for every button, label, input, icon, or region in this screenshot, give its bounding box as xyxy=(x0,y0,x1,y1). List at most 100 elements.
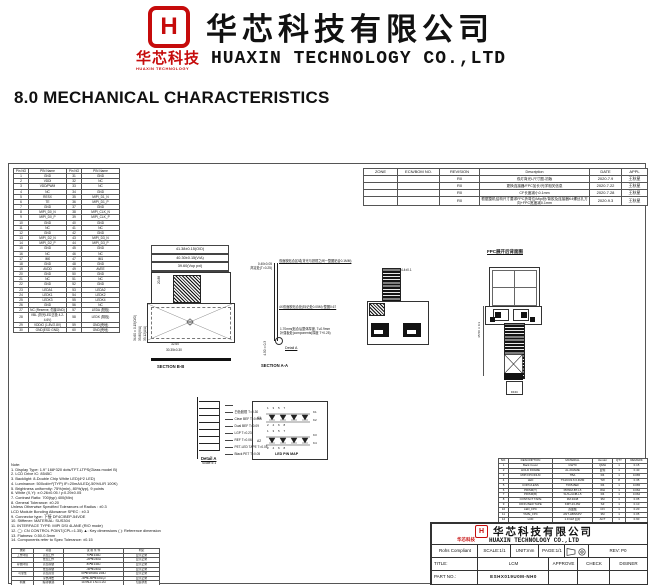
table-cell: NC xyxy=(81,250,120,257)
table-cell: LEDK (阴极) xyxy=(81,312,120,323)
brand-name-cn: 华芯科技 xyxy=(136,50,201,67)
table-cell xyxy=(363,195,398,207)
pad-slot xyxy=(374,330,383,334)
aa-note-line: 补强板处(components)厚度 T+0.25) xyxy=(280,330,331,335)
table-cell: 58 xyxy=(66,312,82,323)
inner-dimension-label: 20.88 xyxy=(157,276,161,284)
check-sign-cell xyxy=(577,570,611,585)
table-cell: MIPI_D3_N xyxy=(81,235,120,242)
table-cell: 0.90 xyxy=(625,517,648,523)
list-item: 4. Luminance: 500cd/m²(TYP) IF=20mA/LED(… xyxy=(11,480,118,486)
notes-block: Note:1. Display Type: 1.9" 168*320 dots/… xyxy=(11,462,236,543)
table-cell: GND xyxy=(81,281,120,288)
detail-a-edge-line xyxy=(197,397,198,459)
contact-pad xyxy=(371,323,389,337)
led-pin-numbers-top: 1 3 5 7 xyxy=(267,406,287,410)
list-item: 7. Contrast Ratio: 700(typ) 400(Min) xyxy=(11,494,74,500)
table-cell: NC xyxy=(81,224,120,231)
table-cell: R0 xyxy=(439,175,480,183)
cog-bonding-area xyxy=(173,275,201,303)
company-logo-icon: H xyxy=(148,6,190,48)
list-item: 41.38±0.15(O/D) xyxy=(151,245,229,254)
aa-left-dimension: 4.50±0.3 xyxy=(263,341,267,356)
table-cell: MIPI_CLK_P xyxy=(81,214,120,221)
led-k-label: K2 xyxy=(313,418,317,422)
list-item: Unless Otherwise Specified Tolerances of… xyxy=(11,504,107,510)
led-pin-map-title: LED PIN MAP xyxy=(275,452,299,456)
bottom-dimension-1: 32.60 xyxy=(171,342,179,346)
connector-pad xyxy=(521,312,527,318)
company-name-en: HUAXIN TECHNOLOGY CO.,LTD xyxy=(211,49,507,69)
rev-col-header: APPL xyxy=(621,168,648,176)
table-cell: LEDA2 xyxy=(81,286,120,293)
contact-pad xyxy=(403,323,421,337)
title-block-company-cn: 华芯科技有限公司 xyxy=(493,526,593,538)
list-item: 39.60(Vop pxl) xyxy=(151,262,229,271)
connector-box xyxy=(513,309,529,321)
anchor-pad xyxy=(490,317,495,322)
table-cell: 王秋星 xyxy=(621,182,648,190)
aa-note-top-right: 双面胶贴合区域(背光与铁框之间一整圈贴合0.1MM) xyxy=(279,259,352,263)
list-item: 13. Flatness: 0.50-0.3mm xyxy=(11,532,56,538)
partno-label-cell: PART NO.: xyxy=(431,570,481,585)
table-cell xyxy=(397,175,440,183)
unfolded-view-title: FPC展开后背面图 xyxy=(487,249,523,254)
led-k-label: K1 xyxy=(313,410,317,414)
notes-list: Note:1. Display Type: 1.9" 168*320 dots/… xyxy=(11,462,236,543)
detail-a-callout-circle xyxy=(275,337,283,345)
approve-sign-cell xyxy=(548,570,579,585)
designer-sign-cell xyxy=(609,570,648,585)
list-item: 34.60±0.15(O/D) xyxy=(133,315,137,341)
table-cell: VBL (背光LED正极 4.2-4.6V) xyxy=(28,312,67,323)
list-item: 6. White (X,Y): x:0.26±0.05 / y:0.29±0.0… xyxy=(11,490,82,496)
table-cell: LEDA (阳极) xyxy=(81,307,120,314)
table-cell: CF长度减小0.1mm xyxy=(479,189,590,197)
table-cell: NC xyxy=(81,302,120,309)
led-pin-numbers-bottom: 2 4 6 8 xyxy=(267,446,287,450)
list-item: Black PET T=0.05 xyxy=(225,451,268,458)
company-name-cn: 华芯科技有限公司 xyxy=(206,12,494,47)
list-item: Clear BEF T=0.065 xyxy=(225,416,268,423)
rev-col-header: ZONE xyxy=(363,168,398,176)
connector-detail-box: DF4C xyxy=(506,381,523,395)
table-cell: 10-55Hz 1.5mm 2H xyxy=(63,580,124,585)
table-cell xyxy=(397,189,440,197)
table-cell: 30 xyxy=(13,326,29,334)
table-cell: GND xyxy=(81,271,120,278)
detail-a-callout-label: Detail A xyxy=(285,346,298,350)
folded-connector-area xyxy=(369,303,385,316)
table-cell: GND xyxy=(81,229,120,237)
list-item: 11. INTERFACE TYPE: MIPI DSI 4LANE (RIO … xyxy=(11,523,103,529)
table-cell: MIPI_D1_N xyxy=(81,193,120,200)
led-pin-numbers-bottom: 2 4 6 8 xyxy=(267,423,287,427)
aa-note-line: 邦定处(T=0.25) xyxy=(250,265,272,270)
table-cell: 60 xyxy=(66,326,82,334)
anchor-pad xyxy=(530,317,535,322)
connector-label: DF4C xyxy=(510,389,519,394)
logo-letter: H xyxy=(160,13,178,40)
table-cell: 28 xyxy=(13,312,29,323)
rev-col-header: Description xyxy=(479,168,590,176)
brand-name-en: HUAXIN TECHNOLOGY xyxy=(136,66,190,71)
list-item: 白色胶框 T=0.30 xyxy=(225,409,268,416)
connector-pad xyxy=(495,312,501,318)
table-cell: GND xyxy=(81,173,120,180)
table-cell: NC xyxy=(81,183,120,190)
table-cell: VDDIO (1.8V/2.8V) xyxy=(28,321,67,328)
aa-note-bottom: 1.70mm(贴合后整体厚度, T≤0.9mm 补强板处(components)… xyxy=(280,327,331,335)
fpc-tip-dimension: 4.4±0.1 xyxy=(401,268,412,272)
detail-a-label: Detail A xyxy=(201,456,217,461)
